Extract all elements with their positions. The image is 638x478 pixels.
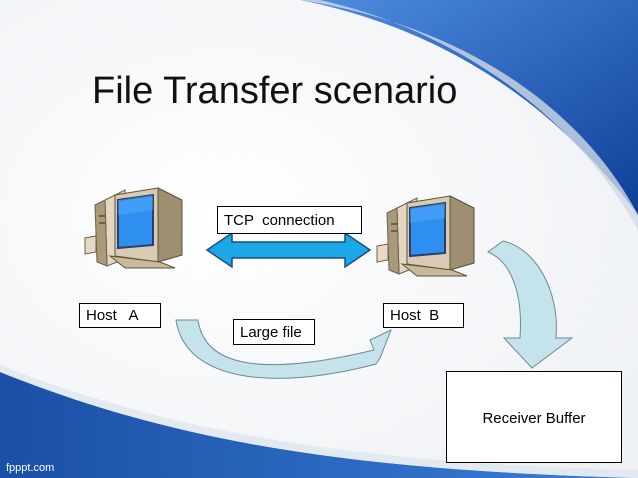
tcp-connection-label: TCP connection <box>217 206 362 234</box>
slide-title: File Transfer scenario <box>92 70 458 112</box>
host-a-label: Host A <box>79 303 161 328</box>
large-file-label: Large file <box>233 319 315 345</box>
receiver-buffer-box: Receiver Buffer <box>446 371 622 463</box>
top-right-swoosh <box>300 0 638 215</box>
large-file-curved-arrow <box>175 319 392 379</box>
bottom-left-swoosh <box>0 372 638 478</box>
host-b-computer <box>376 195 475 277</box>
host-a-computer <box>84 187 183 269</box>
tcp-double-arrow <box>205 231 372 269</box>
receiver-buffer-label: Receiver Buffer <box>482 410 586 427</box>
host-b-label: Host B <box>383 303 464 328</box>
receiver-buffer-curved-arrow <box>486 240 574 369</box>
watermark: fpppt.com <box>6 462 55 474</box>
